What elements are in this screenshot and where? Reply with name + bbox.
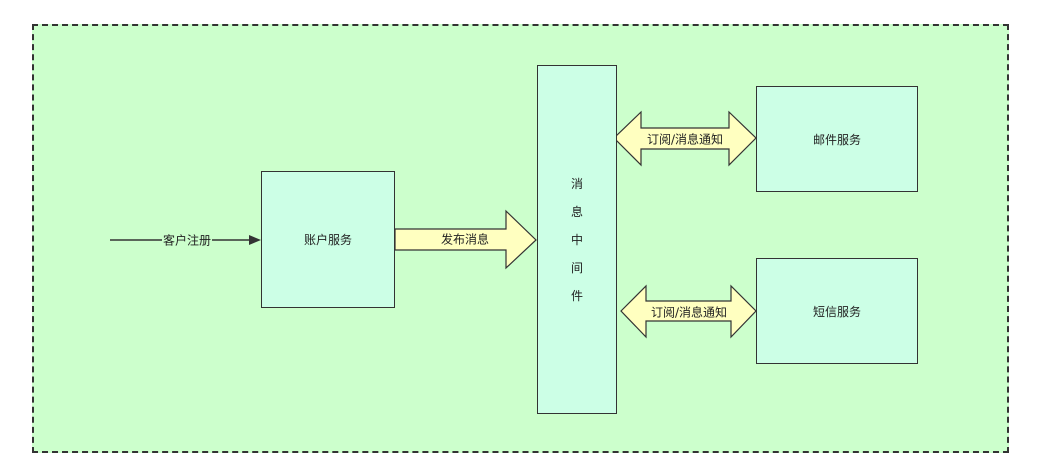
customer-register-arrowhead <box>249 235 261 245</box>
middleware-char: 间 <box>570 260 583 275</box>
subscribe-notify-label-bottom: 订阅/消息通知 <box>650 305 728 320</box>
subscribe-notify-label-top: 订阅/消息通知 <box>646 132 724 147</box>
message-middleware-box[interactable]: 消 息 中 间 件 <box>537 65 617 414</box>
email-service-label: 邮件服务 <box>812 132 861 147</box>
account-service-box[interactable]: 账户服务 <box>261 171 395 308</box>
middleware-char: 息 <box>570 204 583 219</box>
publish-message-label: 发布消息 <box>440 232 490 247</box>
middleware-char: 中 <box>570 232 583 247</box>
publish-message-arrow <box>394 209 537 270</box>
email-service-box[interactable]: 邮件服务 <box>756 86 918 192</box>
middleware-char: 件 <box>570 288 583 303</box>
middleware-char: 消 <box>570 176 583 191</box>
sms-service-label: 短信服务 <box>812 304 861 319</box>
message-middleware-label: 消 息 中 间 件 <box>571 170 583 310</box>
customer-register-label: 客户注册 <box>161 231 213 249</box>
sms-service-box[interactable]: 短信服务 <box>756 258 918 364</box>
account-service-label: 账户服务 <box>303 233 352 247</box>
